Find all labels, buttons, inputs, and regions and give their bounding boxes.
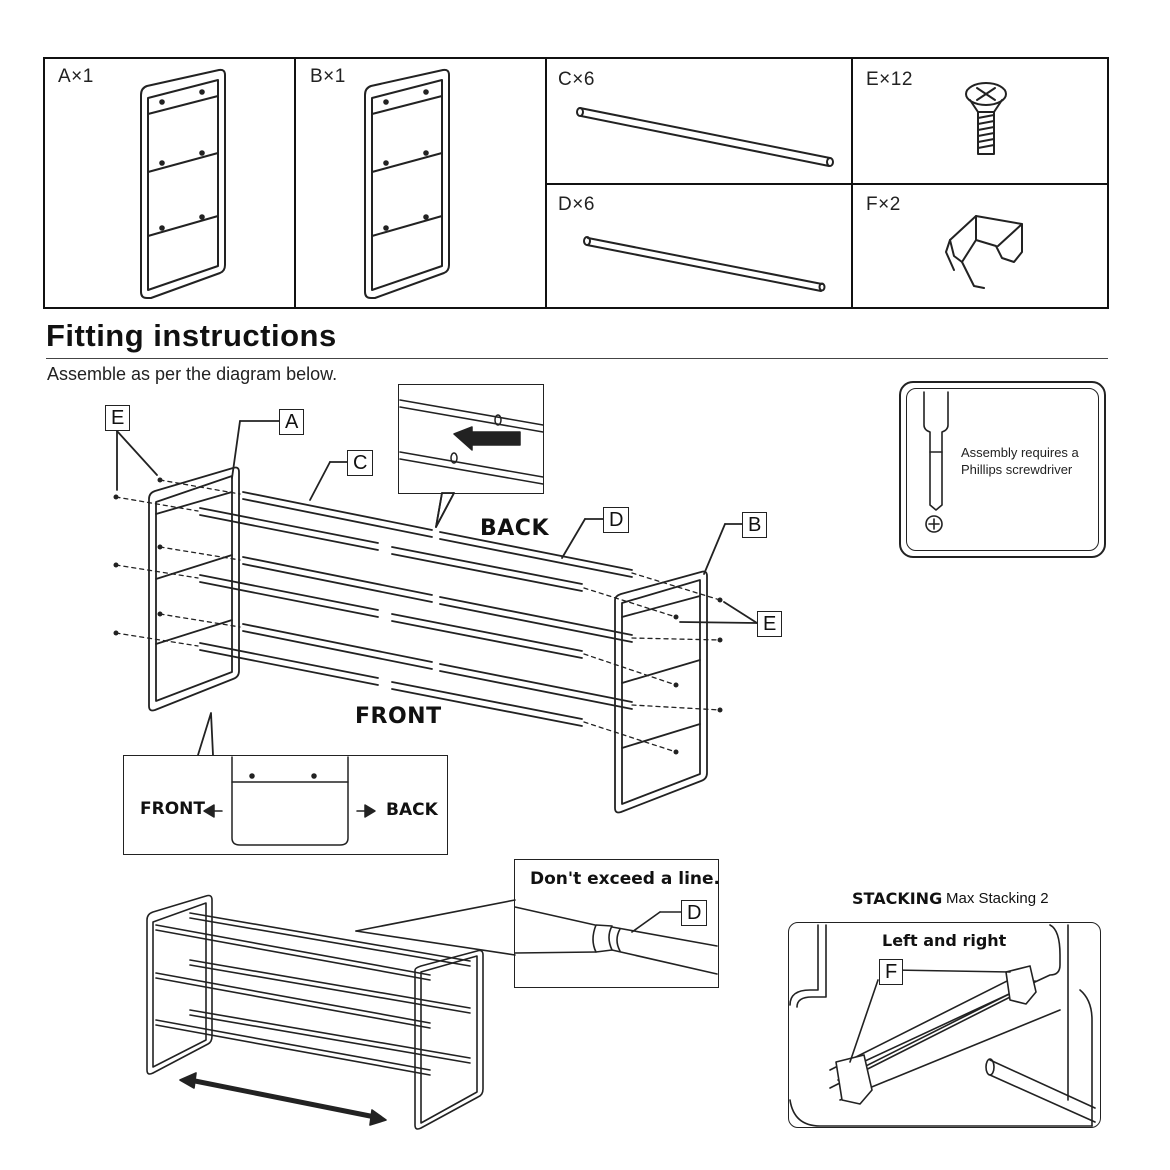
front-back-detail-box <box>123 755 448 855</box>
section-title: Fitting instructions <box>46 318 337 353</box>
detail-front-label: FRONT <box>140 799 205 819</box>
stacking-box-title: Left and right <box>882 931 1007 950</box>
part-b-label: B×1 <box>310 66 346 87</box>
stacking-detail-box <box>788 922 1101 1128</box>
tool-note-inner <box>906 388 1099 551</box>
callout-e-left: E <box>105 405 131 431</box>
callout-b: B <box>742 512 768 538</box>
tool-note-outer <box>899 381 1106 558</box>
part-f-label: F×2 <box>866 194 901 215</box>
stacking-heading: STACKING <box>852 889 943 908</box>
line-note-title: Don't exceed a line. <box>530 869 720 889</box>
callout-f: F <box>879 959 904 985</box>
callout-d: D <box>603 507 630 533</box>
line-detail-box <box>514 859 719 988</box>
part-e-label: E×12 <box>866 69 913 90</box>
callout-d-line: D <box>681 900 708 926</box>
parts-divider-h <box>545 183 1109 185</box>
section-rule <box>46 358 1108 359</box>
parts-divider-1 <box>294 57 296 309</box>
stacking-subheading: Max Stacking 2 <box>946 890 1049 907</box>
detail-back-label: BACK <box>386 800 438 820</box>
part-c-label: C×6 <box>558 69 595 90</box>
back-label: BACK <box>480 516 549 541</box>
part-a-label: A×1 <box>58 66 94 87</box>
callout-e-right: E <box>757 611 783 637</box>
tool-note-line2: Phillips screwdriver <box>961 462 1073 477</box>
insert-zoom-box <box>398 384 544 494</box>
part-d-label: D×6 <box>558 194 595 215</box>
callout-a: A <box>279 409 305 435</box>
section-subtitle: Assemble as per the diagram below. <box>47 364 338 384</box>
front-label: FRONT <box>355 704 442 729</box>
extended-rack-illustration <box>146 894 516 1130</box>
tool-note-line1: Assembly requires a <box>961 445 1079 460</box>
callout-c: C <box>347 450 374 476</box>
